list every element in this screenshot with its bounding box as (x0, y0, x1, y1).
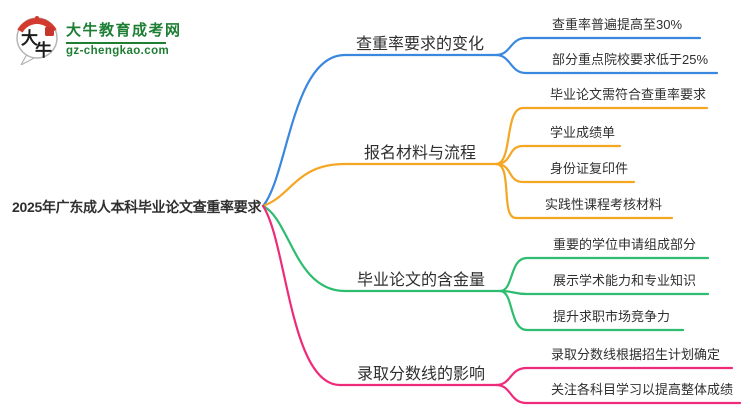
branch-2-child-4-label: 实践性课程考核材料 (545, 197, 663, 212)
branch-1-main-line (261, 53, 498, 208)
site-logo: 大 牛 大牛教育成考网 gz-chengkao.com (14, 15, 182, 65)
branch-2-child-1-label: 毕业论文需符合查重率要求 (550, 87, 707, 102)
branch-4-child-1-label: 录取分数线根据招生计划确定 (551, 347, 721, 362)
branch-2-label: 报名材料与流程 (363, 145, 477, 162)
branch-1-child-1-line (494, 36, 702, 57)
branch-3-child-1-label: 重要的学位申请组成部分 (553, 237, 697, 252)
branch-2-child-3-label: 身份证复印件 (550, 161, 629, 176)
logo-char-bottom: 牛 (35, 40, 52, 60)
branch-4-child-2-line (494, 383, 742, 405)
branch-1-child-1-label: 查重率普遍提高至30% (552, 17, 683, 32)
branch-3-child-1-line (498, 256, 710, 293)
branch-4-lines (261, 204, 742, 405)
branch-3-main-line (261, 204, 502, 293)
branch-3-lines (261, 204, 710, 332)
branch-3-child-3-line (498, 289, 685, 332)
branch-3-child-2-label: 展示学术能力和专业知识 (553, 273, 697, 288)
branch-2-lines (261, 106, 709, 220)
branch-3-child-3-label: 提升求职市场竞争力 (553, 309, 671, 324)
site-url: gz-chengkao.com (66, 45, 170, 57)
branch-1-child-2-label: 部分重点院校要求低于25% (552, 52, 709, 67)
branch-2-child-2-line (494, 144, 622, 166)
branch-4-child-2-label: 关注各科目学习以提高整体成绩 (551, 382, 734, 397)
branch-2-main-line (261, 162, 498, 208)
branch-2-child-1-line (494, 106, 709, 166)
logo-char-top: 大 (21, 28, 38, 48)
branch-4-label: 录取分数线的影响 (356, 366, 486, 383)
logo-bubble-icon: 大 牛 (16, 16, 58, 65)
branch-1-child-2-line (494, 53, 719, 75)
branch-1-lines (261, 36, 719, 208)
branch-4-child-1-line (494, 366, 734, 387)
branch-2-child-4-line (494, 162, 674, 220)
logo-divider (66, 42, 166, 44)
logo-text-block: 大牛教育成考网 gz-chengkao.com (66, 22, 182, 57)
site-name: 大牛教育成考网 (66, 22, 182, 39)
branch-4-main-line (261, 204, 498, 387)
branch-1-label: 查重率要求的变化 (355, 36, 485, 53)
branch-3-child-2-line (498, 289, 710, 296)
seal-icon (45, 27, 54, 36)
branch-2-child-2-label: 学业成绩单 (550, 125, 616, 140)
root-node-label: 2025年广东成人本科毕业论文查重率要求 (12, 199, 262, 215)
branch-3-label: 毕业论文的含金量 (356, 272, 486, 289)
